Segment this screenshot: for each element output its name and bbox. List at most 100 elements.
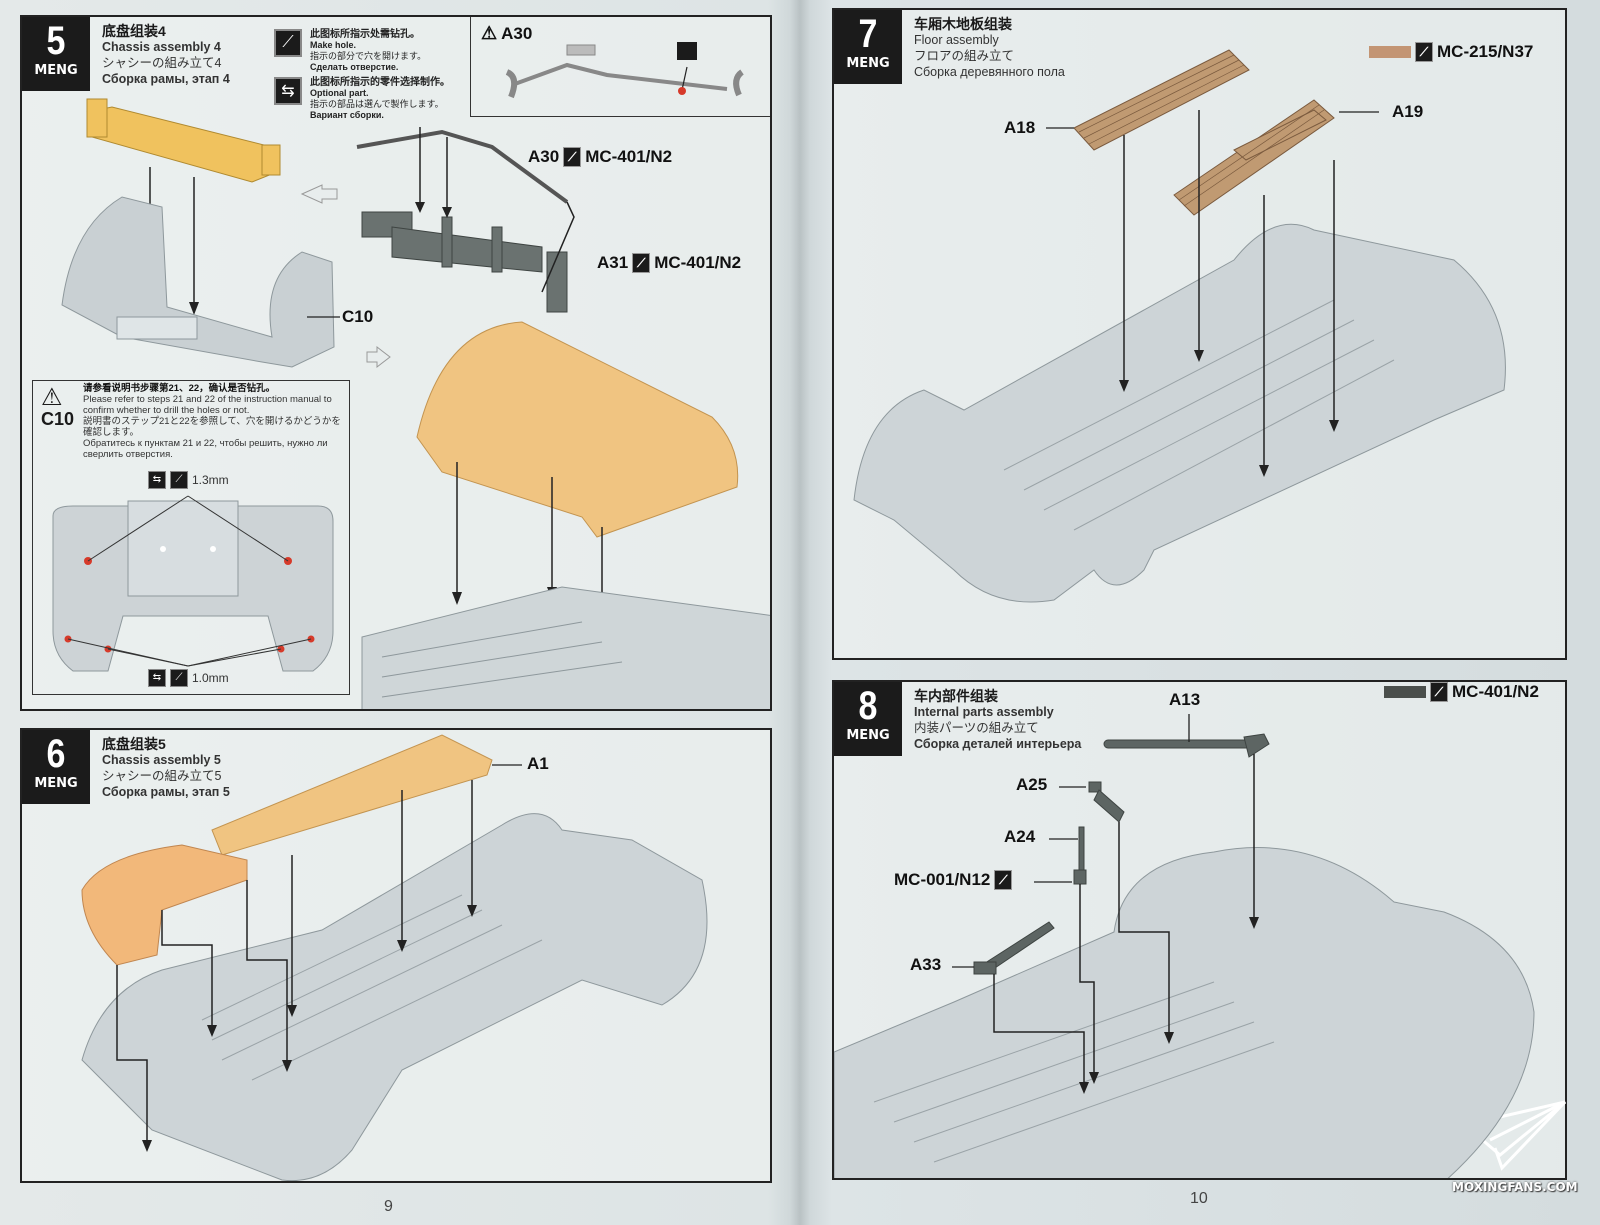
label-c10: C10 bbox=[342, 307, 373, 327]
c10-warning-box: ⚠ C10 请参看说明书步骤第21、22，确认是否钻孔。 Please refe… bbox=[32, 380, 350, 695]
legend-make-hole: ⟋ 此图标所指示处需钻孔。 Make hole. 指示の部分で穴を開けます。 С… bbox=[274, 29, 426, 73]
a30-inset: ⚠ A30 bbox=[470, 17, 770, 117]
warning-icon: ⚠ bbox=[41, 384, 63, 411]
chassis-partial bbox=[361, 586, 770, 709]
page-fold bbox=[790, 0, 810, 1225]
legend-ru: Сделать отверстие. bbox=[310, 62, 399, 72]
step-5-illustration bbox=[61, 42, 770, 709]
yellow-frame-part bbox=[86, 98, 281, 183]
step-6-panel: 6 MENG 底盘组装5 Chassis assembly 5 シャシーの組み立… bbox=[20, 728, 772, 1183]
legend-jp: 指示の部分で穴を開けます。 bbox=[310, 51, 427, 61]
drill-point bbox=[678, 87, 686, 95]
title-jp: 内装パーツの組み立て bbox=[914, 721, 1039, 735]
a24-shifter bbox=[1073, 826, 1087, 885]
step-6-illustration bbox=[81, 734, 708, 1181]
optional-arrows-icon: ⇆ bbox=[148, 471, 166, 489]
part-label: A25 bbox=[1016, 775, 1048, 794]
step-number: 6 bbox=[46, 732, 66, 776]
part-label: A13 bbox=[1169, 690, 1201, 709]
part-label: A19 bbox=[1392, 102, 1424, 121]
legend-jp: 指示の部品は選んで製作します。 bbox=[310, 99, 444, 109]
part-label: A1 bbox=[527, 754, 549, 773]
optional-arrows-icon: ⇆ bbox=[148, 669, 166, 687]
meng-logo: MENG bbox=[34, 776, 78, 791]
part-label: A33 bbox=[910, 955, 942, 974]
page-number-right: 10 bbox=[1190, 1190, 1208, 1207]
label-a25: A25 bbox=[1016, 775, 1047, 795]
label-a13: A13 bbox=[1169, 690, 1200, 710]
title-en: Chassis assembly 4 bbox=[102, 40, 221, 54]
label-a24: A24 bbox=[1004, 827, 1035, 847]
warning-cn: 请参看说明书步骤第21、22，确认是否钻孔。 bbox=[83, 383, 276, 394]
label-a33: A33 bbox=[910, 955, 941, 975]
drill-diameter: 1.3mm bbox=[192, 473, 229, 487]
warning-part: C10 bbox=[41, 409, 75, 429]
title-ru: Сборка деталей интерьера bbox=[914, 737, 1082, 751]
a18-wood-floor bbox=[1073, 49, 1250, 151]
a30-inset-part bbox=[505, 44, 744, 99]
step-number: 7 bbox=[858, 12, 878, 56]
paint-brush-icon: ⟋ bbox=[1430, 682, 1448, 702]
a33-lever bbox=[973, 921, 1055, 975]
inset-a30-label: ⚠ A30 bbox=[481, 23, 532, 44]
paint-code: MC-001/N12 bbox=[894, 870, 991, 889]
paint-code: MC-401/N2 bbox=[585, 147, 673, 166]
optional-arrows-icon: ⇆ bbox=[274, 77, 302, 105]
part-label: A30 bbox=[501, 23, 533, 43]
step-number: 8 bbox=[858, 684, 878, 728]
step-7-badge: 7 MENG bbox=[834, 10, 902, 84]
paint-brush-icon: ⟋ bbox=[1415, 42, 1433, 62]
drill-icon: ⟋ bbox=[274, 29, 302, 57]
title-cn: 车厢木地板组装 bbox=[914, 16, 1012, 32]
title-en: Chassis assembly 5 bbox=[102, 753, 221, 767]
watermark-text: MOXINGFANS.COM bbox=[1452, 1180, 1578, 1194]
step-5-titles: 底盘组装4 Chassis assembly 4 シャシーの組み立て4 Сбор… bbox=[102, 23, 230, 87]
a25-pedal bbox=[1088, 781, 1125, 823]
step-7-panel: 7 MENG 车厢木地板组装 Floor assembly フロアの組み立て С… bbox=[832, 8, 1567, 660]
drill-diameter: 1.0mm bbox=[192, 671, 229, 685]
paint-brush-icon: ⟋ bbox=[994, 870, 1013, 890]
inset-leader bbox=[681, 66, 688, 91]
title-jp: シャシーの組み立て5 bbox=[102, 769, 222, 783]
drill-size-top: ⇆ ⟋ 1.3mm bbox=[148, 471, 229, 489]
legend-optional-part: ⇆ 此图标所指示的零件选择制作。 Optional part. 指示の部品は選ん… bbox=[274, 77, 450, 121]
title-en: Floor assembly bbox=[914, 33, 999, 47]
page-number-left: 9 bbox=[384, 1198, 393, 1215]
paint-code: MC-215/N37 bbox=[1437, 42, 1534, 61]
chassis-part bbox=[853, 223, 1506, 603]
legend-cn: 此图标所指示的零件选择制作。 bbox=[310, 77, 450, 88]
step-7-paint: ⟋ MC-215/N37 bbox=[1369, 42, 1533, 62]
legend-en: Optional part. bbox=[310, 88, 369, 98]
label-a18: A18 bbox=[1004, 118, 1035, 138]
a13-lever bbox=[1103, 733, 1270, 758]
step-5-badge: 5 MENG bbox=[22, 17, 90, 91]
paint-code: MC-401/N2 bbox=[1452, 682, 1539, 701]
step-6-titles: 底盘组装5 Chassis assembly 5 シャシーの組み立て5 Сбор… bbox=[102, 736, 230, 800]
title-en: Internal parts assembly bbox=[914, 705, 1054, 719]
part-label: A18 bbox=[1004, 118, 1036, 137]
title-ru: Сборка рамы, этап 4 bbox=[102, 72, 230, 86]
watermark: MOXINGFANS.COM bbox=[1452, 1100, 1578, 1194]
drill-size-bottom: ⇆ ⟋ 1.0mm bbox=[148, 669, 229, 687]
title-cn: 底盘组装5 bbox=[102, 736, 166, 752]
meng-logo: MENG bbox=[34, 63, 78, 78]
part-label: A30 bbox=[528, 147, 560, 166]
warning-icon: ⚠ bbox=[481, 23, 498, 43]
part-label: C10 bbox=[342, 307, 374, 326]
step-7-illustration bbox=[853, 49, 1506, 603]
paint-swatch bbox=[1384, 686, 1426, 698]
meng-logo: MENG bbox=[846, 728, 890, 743]
drill-icon-small bbox=[677, 42, 697, 60]
legend-en: Make hole. bbox=[310, 40, 357, 50]
orange-floor-part bbox=[81, 844, 248, 966]
paint-brush-icon: ⟋ bbox=[563, 147, 582, 167]
paint-code: MC-401/N2 bbox=[654, 253, 742, 272]
chassis-part bbox=[81, 813, 708, 1181]
step-5-panel: 5 MENG 底盘组装4 Chassis assembly 4 シャシーの組み立… bbox=[20, 15, 772, 711]
title-ru: Сборка рамы, этап 5 bbox=[102, 785, 230, 799]
chassis-part bbox=[834, 847, 1535, 1178]
step-7-titles: 车厢木地板组装 Floor assembly フロアの組み立て Сборка д… bbox=[914, 16, 1065, 80]
meng-logo: MENG bbox=[846, 56, 890, 71]
title-ru: Сборка деревянного пола bbox=[914, 65, 1065, 79]
title-jp: フロアの組み立て bbox=[914, 49, 1015, 63]
